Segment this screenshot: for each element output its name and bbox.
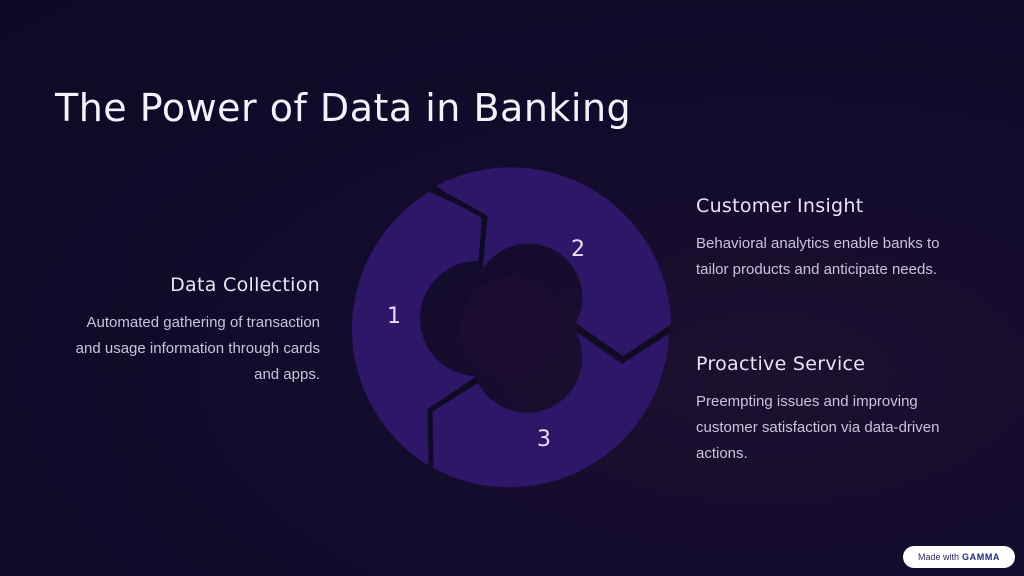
cycle-diagram: 1 2 3 xyxy=(352,167,672,488)
step-3-number: 3 xyxy=(537,427,551,452)
step-3-body: Preempting issues and improving customer… xyxy=(696,393,940,462)
ring-hole xyxy=(460,277,564,381)
step-2-body: Behavioral analytics enable banks to tai… xyxy=(696,235,940,278)
segment-dividers xyxy=(427,185,672,468)
segment-1 xyxy=(352,192,482,466)
page-title: The Power of Data in Banking xyxy=(55,86,632,130)
step-2-heading: Customer Insight xyxy=(696,195,864,217)
divider-2-3 xyxy=(574,324,672,363)
made-with-gamma-badge[interactable]: Made with GAMMA xyxy=(903,546,1015,568)
step-3-text: Proactive Service Preempting issues and … xyxy=(696,353,966,467)
ring-segments xyxy=(352,167,671,488)
step-1-heading: Data Collection xyxy=(170,274,320,296)
step-1-text: Data Collection Automated gathering of t… xyxy=(60,274,320,388)
gamma-logo: GAMMA xyxy=(962,552,1001,562)
segment-2 xyxy=(436,167,671,356)
step-1-number: 1 xyxy=(387,304,401,329)
badge-prefix: Made with xyxy=(917,552,960,562)
divider-1-2 xyxy=(431,185,488,271)
step-2-text: Customer Insight Behavioral analytics en… xyxy=(696,195,966,283)
step-1-body: Automated gathering of transaction and u… xyxy=(75,314,320,383)
step-3-heading: Proactive Service xyxy=(696,353,866,375)
segment-3 xyxy=(432,332,669,488)
divider-3-1 xyxy=(427,377,479,468)
step-2-number: 2 xyxy=(571,237,585,262)
